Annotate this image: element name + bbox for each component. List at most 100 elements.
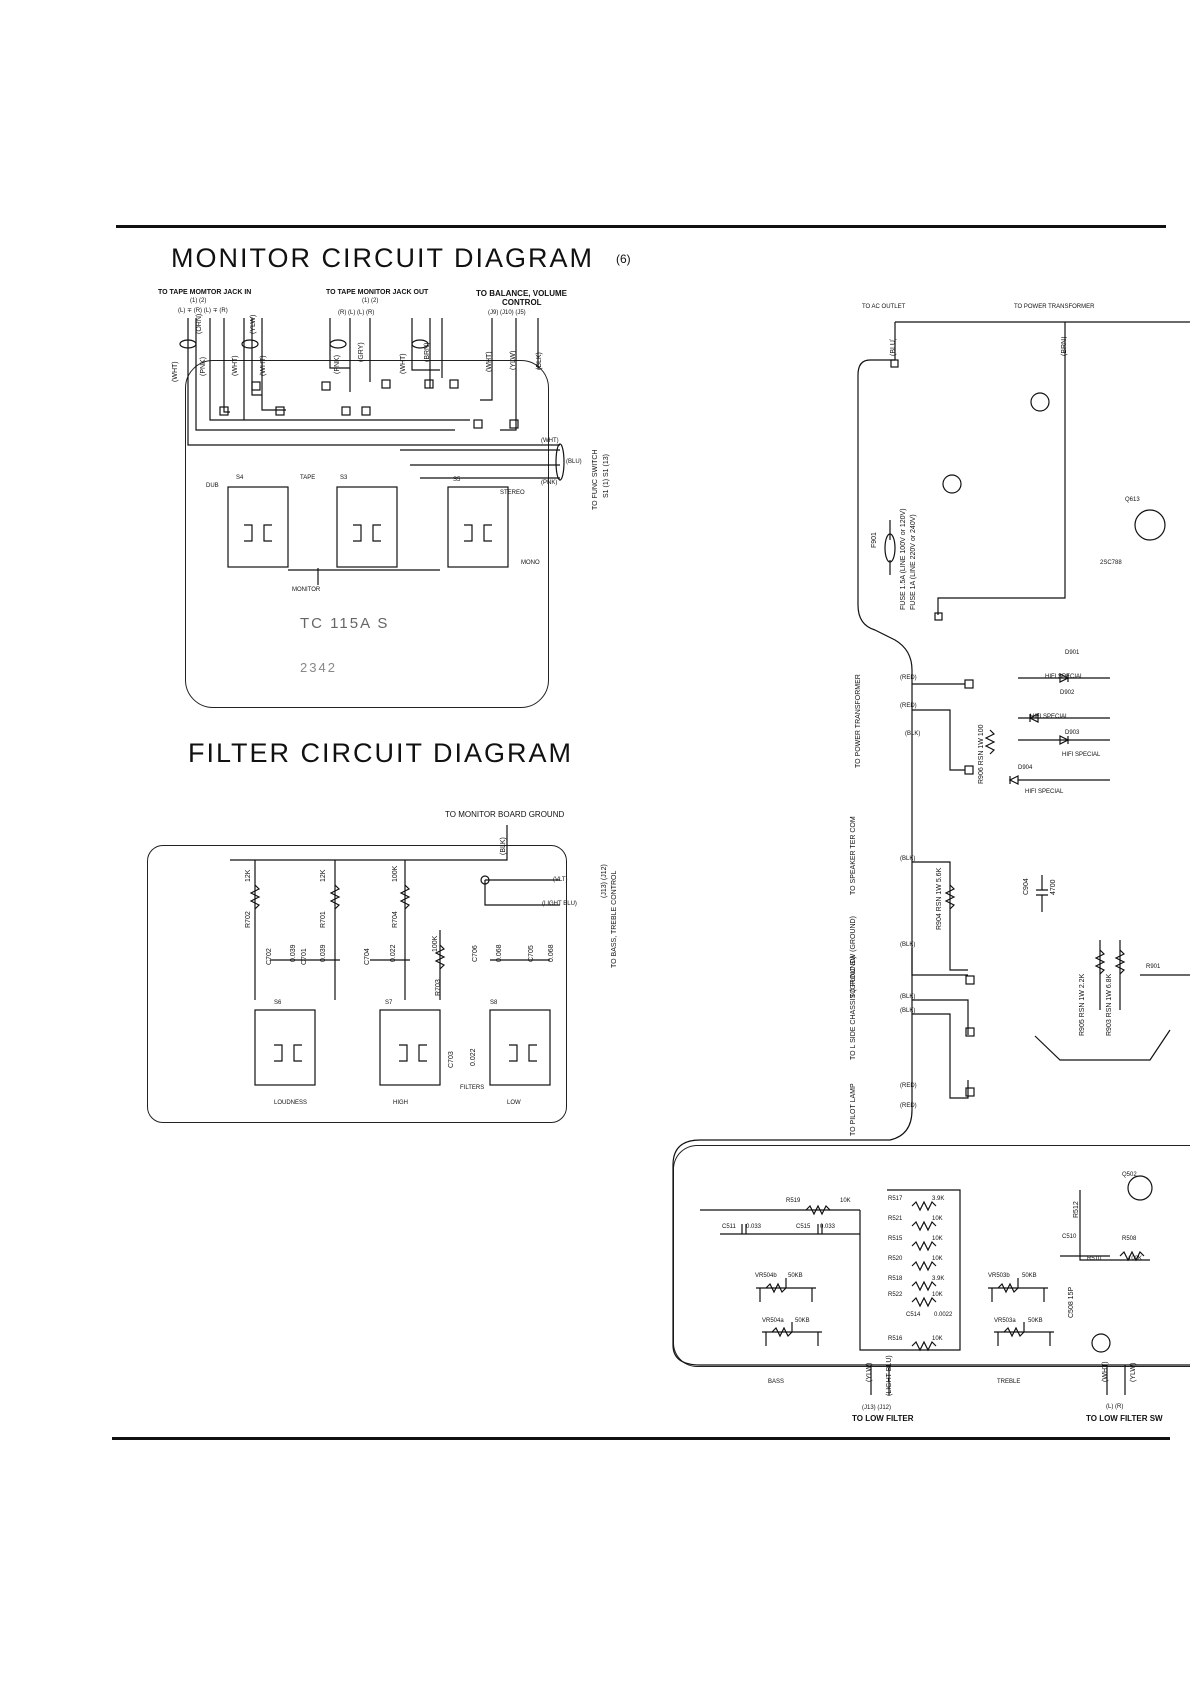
monitor-label: MONITOR (292, 587, 321, 593)
r520-val: 10K (932, 1256, 943, 1262)
high-label: HIGH (393, 1100, 408, 1106)
connector-pad (934, 612, 943, 621)
power-wire (912, 999, 969, 1035)
connector-pad (964, 765, 974, 775)
pot-vr503a (994, 1322, 1054, 1346)
filter-wire (230, 825, 508, 861)
connector-pad (473, 419, 483, 429)
r519-val: 10K (840, 1198, 851, 1204)
resistor-zigzag (911, 1340, 937, 1352)
d904-label: D904 (1018, 765, 1033, 771)
transistor-q613 (1134, 509, 1166, 541)
resistor-zigzag (399, 884, 411, 910)
balance-label: TO BALANCE, VOLUME (476, 289, 567, 298)
vr503b-val: 50KB (1022, 1273, 1037, 1279)
blk3-label: (BLK) (900, 942, 916, 948)
r518-ref: R518 (888, 1276, 903, 1282)
tape-in-ch: (1) (2) (190, 298, 207, 304)
diode-d903 (1059, 735, 1070, 745)
switch-contact (244, 524, 272, 542)
mono-label: MONO (521, 560, 540, 566)
c515-val: 0.033 (820, 1224, 836, 1230)
pot-vr504b (756, 1278, 816, 1302)
resistor-zigzag (911, 1260, 937, 1272)
low-label: LOW (507, 1100, 521, 1106)
bottom-rule (112, 1437, 1170, 1440)
light-blu-label: (LIGHT BLU) (542, 901, 577, 907)
ac-outlet-label: TO AC OUTLET (862, 304, 906, 310)
monitor-wire (480, 318, 493, 401)
r520-ref: R520 (888, 1256, 903, 1262)
r508-label: R508 (1122, 1236, 1137, 1242)
c514-ref: C514 (906, 1312, 921, 1318)
power-wire (672, 359, 1190, 1366)
tone-lr-label: (L) (R) (1106, 1404, 1124, 1410)
resistor-zigzag (911, 1220, 937, 1232)
capacitor-c904 (1036, 875, 1048, 912)
resistor-zigzag (911, 1240, 937, 1252)
power-wire (1018, 677, 1110, 781)
r517-val: 3.9K (932, 1196, 945, 1202)
switch-s6 (254, 1009, 316, 1086)
r522-val: 10K (932, 1292, 943, 1298)
power-wire (912, 1013, 969, 1099)
connector-pad (341, 406, 351, 416)
red3-label: (RED) (900, 1083, 917, 1089)
r517-ref: R517 (888, 1196, 903, 1202)
resistor-zigzag (1119, 1250, 1145, 1262)
r515-ref: R515 (888, 1236, 903, 1242)
power-wire (1034, 1029, 1171, 1061)
resistor-zigzag (984, 729, 996, 755)
connector-pad (251, 381, 261, 391)
board-text: TC 115A S (300, 615, 390, 632)
monitor-wire (195, 318, 455, 431)
switch-s8 (489, 1009, 551, 1086)
monitor-wire (223, 318, 230, 413)
filter-node (480, 875, 490, 885)
power-wire (911, 861, 968, 976)
connector-pad (509, 419, 519, 429)
r521-ref: R521 (888, 1216, 903, 1222)
tone-wire (700, 1189, 961, 1351)
connector-pad (965, 975, 975, 985)
balance-jacks: (J9) (J10) (J5) (488, 310, 526, 316)
dub-label: DUB (206, 483, 219, 489)
tape-out-lr: (R) (L) (L) (R) (338, 310, 375, 316)
tape-label: TAPE (300, 475, 316, 481)
monitor-wire (288, 568, 440, 585)
fuse-symbol (884, 533, 896, 563)
bass-label: BASS (768, 1379, 785, 1385)
filters-label: FILTERS (460, 1085, 485, 1091)
wht-label: (WHT) (541, 438, 559, 444)
red2-label: (RED) (900, 703, 917, 709)
harness-ellipse (179, 339, 197, 349)
connector-pad (424, 379, 434, 389)
tape-out-label: TO TAPE MONITOR JACK OUT (326, 289, 429, 296)
mount-hole (942, 474, 962, 494)
monitor-title: MONITOR CIRCUIT DIAGRAM (171, 243, 595, 273)
connector-pad (381, 379, 391, 389)
connector-pad (449, 379, 459, 389)
hifi1-label: HIFI SPECIAL (1045, 674, 1084, 680)
connector-pad (965, 1027, 975, 1037)
diode-d904 (1008, 775, 1019, 785)
monitor-wire (251, 318, 262, 396)
capacitor-c511 (741, 1224, 747, 1234)
monitor-board (185, 360, 549, 708)
diode-d901 (1059, 673, 1070, 683)
filter-wire (484, 880, 560, 906)
d901-label: D901 (1065, 650, 1080, 656)
vr504a-val: 50KB (795, 1318, 810, 1324)
d902-label: D902 (1060, 690, 1075, 696)
q613-type-label: 2SC788 (1100, 560, 1122, 566)
blk1-label: (BLK) (905, 731, 921, 737)
resistor-zigzag (1114, 949, 1126, 975)
r522-ref: R522 (888, 1292, 903, 1298)
ground-label: TO MONITOR BOARD GROUND (445, 810, 565, 819)
resistor-zigzag (944, 884, 956, 910)
r516-ref: R516 (888, 1336, 903, 1342)
power-wire (912, 709, 965, 771)
power-wire (1099, 940, 1190, 1010)
connector-pad (890, 359, 899, 368)
